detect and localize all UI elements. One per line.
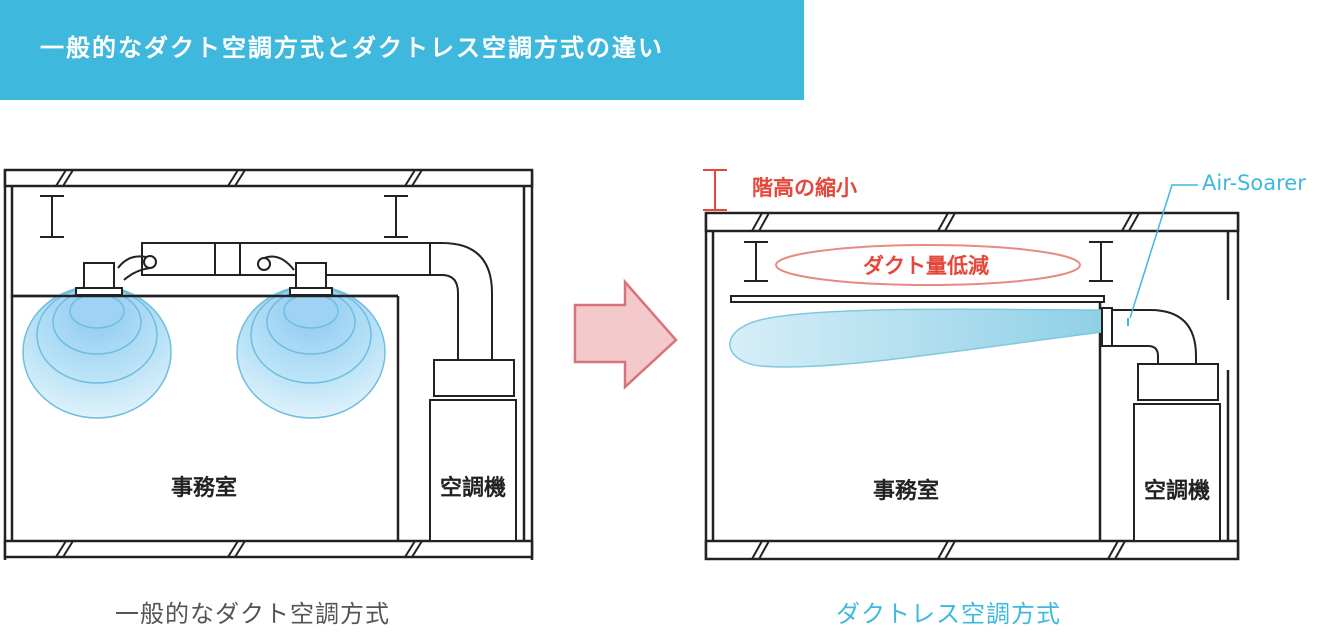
right-unit-label: 空調機 xyxy=(1144,478,1210,504)
left-unit-label: 空調機 xyxy=(440,475,506,501)
floor-height-marker xyxy=(703,169,727,211)
left-ductwork xyxy=(75,242,517,542)
airflow-jet xyxy=(729,308,1103,368)
duct-reduction-label: ダクト量低減 xyxy=(863,254,989,278)
transition-arrow xyxy=(573,278,678,390)
left-airflow-cone-1 xyxy=(22,285,172,419)
right-ceiling xyxy=(730,295,1105,303)
right-caption: ダクトレス空調方式 xyxy=(836,600,1061,628)
air-soarer-leader xyxy=(1129,184,1198,319)
right-slab-hatch xyxy=(751,212,1140,560)
left-height-markers xyxy=(40,195,408,238)
right-height-markers xyxy=(744,241,1113,282)
duct-reduction-ellipse xyxy=(775,244,1081,286)
left-caption: 一般的なダクト空調方式 xyxy=(115,600,390,628)
page-title: 一般的なダクト空調方式とダクトレス空調方式の違い xyxy=(40,34,664,62)
right-building xyxy=(704,211,1240,561)
right-room-label: 事務室 xyxy=(873,478,939,504)
floor-height-label: 階高の縮小 xyxy=(752,176,857,200)
left-slab-hatch xyxy=(55,169,423,558)
left-room-label: 事務室 xyxy=(171,475,237,501)
left-airflow-cone-2 xyxy=(236,285,386,419)
title-banner: 一般的なダクト空調方式とダクトレス空調方式の違い xyxy=(0,0,804,100)
air-soarer-label: Air-Soarer xyxy=(1202,171,1306,195)
left-building xyxy=(3,168,534,560)
air-soarer-unit xyxy=(1101,307,1221,542)
